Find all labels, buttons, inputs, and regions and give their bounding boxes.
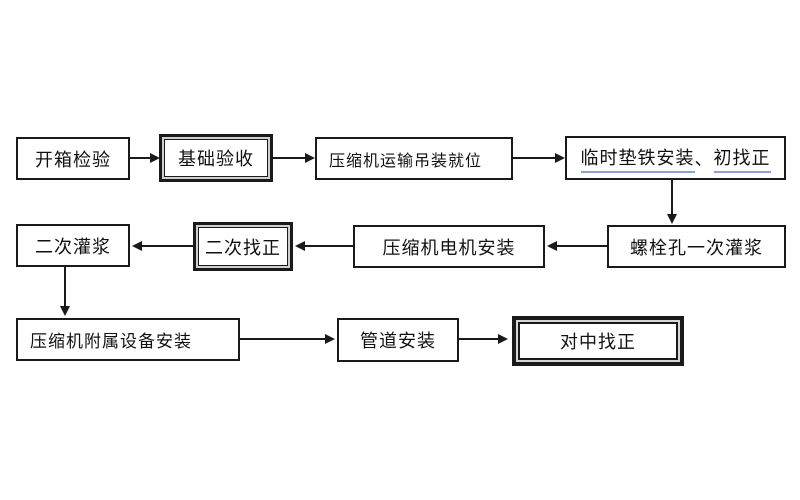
arrowhead-left-icon [295, 241, 305, 251]
flow-node-label: 对中找正 [560, 332, 636, 352]
connector-line [557, 245, 607, 247]
connector-line [240, 338, 325, 340]
connector-line [273, 157, 307, 159]
connector-line [513, 157, 557, 159]
arrowhead-left-icon [547, 241, 557, 251]
flow-node-label: 压缩机附属设备安装 [30, 332, 192, 351]
flow-node-auxiliary-equipment-install: 压缩机附属设备安装 [16, 318, 240, 361]
connector-line [130, 157, 152, 159]
flow-node-label: 管道安装 [360, 331, 436, 351]
arrowhead-down-icon [60, 306, 70, 316]
arrowhead-right-icon [555, 153, 565, 163]
flow-node-label: 、 [694, 149, 714, 169]
connector-line [142, 245, 193, 247]
flow-node-label-underlined: 临时垫铁安装 [580, 144, 695, 173]
flow-node-label: 螺栓孔一次灌浆 [630, 237, 763, 258]
flow-node-label: 压缩机电机安装 [382, 237, 516, 258]
connector-line [671, 180, 673, 215]
flow-node-second-grouting: 二次灌浆 [16, 224, 130, 267]
connector-line [459, 338, 500, 340]
flow-node-label: 二次找正 [205, 237, 281, 258]
flow-node-label: 压缩机运输吊装就位 [329, 152, 483, 170]
connector-line [305, 245, 353, 247]
flow-node-bolt-hole-first-grouting: 螺栓孔一次灌浆 [607, 225, 786, 268]
arrowhead-right-icon [150, 153, 160, 163]
flow-node-label-underlined: 初找正 [713, 144, 771, 173]
flow-node-second-alignment: 二次找正 [193, 222, 293, 271]
flow-node-transport-hoist-positioning: 压缩机运输吊装就位 [315, 137, 513, 180]
flow-node-unpacking-inspection: 开箱检验 [16, 137, 130, 180]
flow-node-temp-shim-initial-alignment: 临时垫铁安装、初找正 [565, 136, 786, 180]
connector-line [64, 267, 66, 307]
flow-node-pipeline-install: 管道安装 [337, 318, 459, 362]
flow-node-foundation-acceptance: 基础验收 [159, 134, 273, 182]
flow-node-centering-alignment: 对中找正 [512, 316, 684, 366]
arrowhead-right-icon [325, 334, 335, 344]
flow-node-label: 二次灌浆 [35, 236, 111, 257]
arrowhead-left-icon [132, 241, 142, 251]
arrowhead-down-icon [667, 214, 677, 224]
arrowhead-right-icon [305, 153, 315, 163]
flow-node-compressor-motor-install: 压缩机电机安装 [353, 225, 545, 268]
flow-node-label: 开箱检验 [35, 149, 111, 170]
flow-node-label: 基础验收 [178, 149, 254, 169]
arrowhead-right-icon [498, 334, 508, 344]
